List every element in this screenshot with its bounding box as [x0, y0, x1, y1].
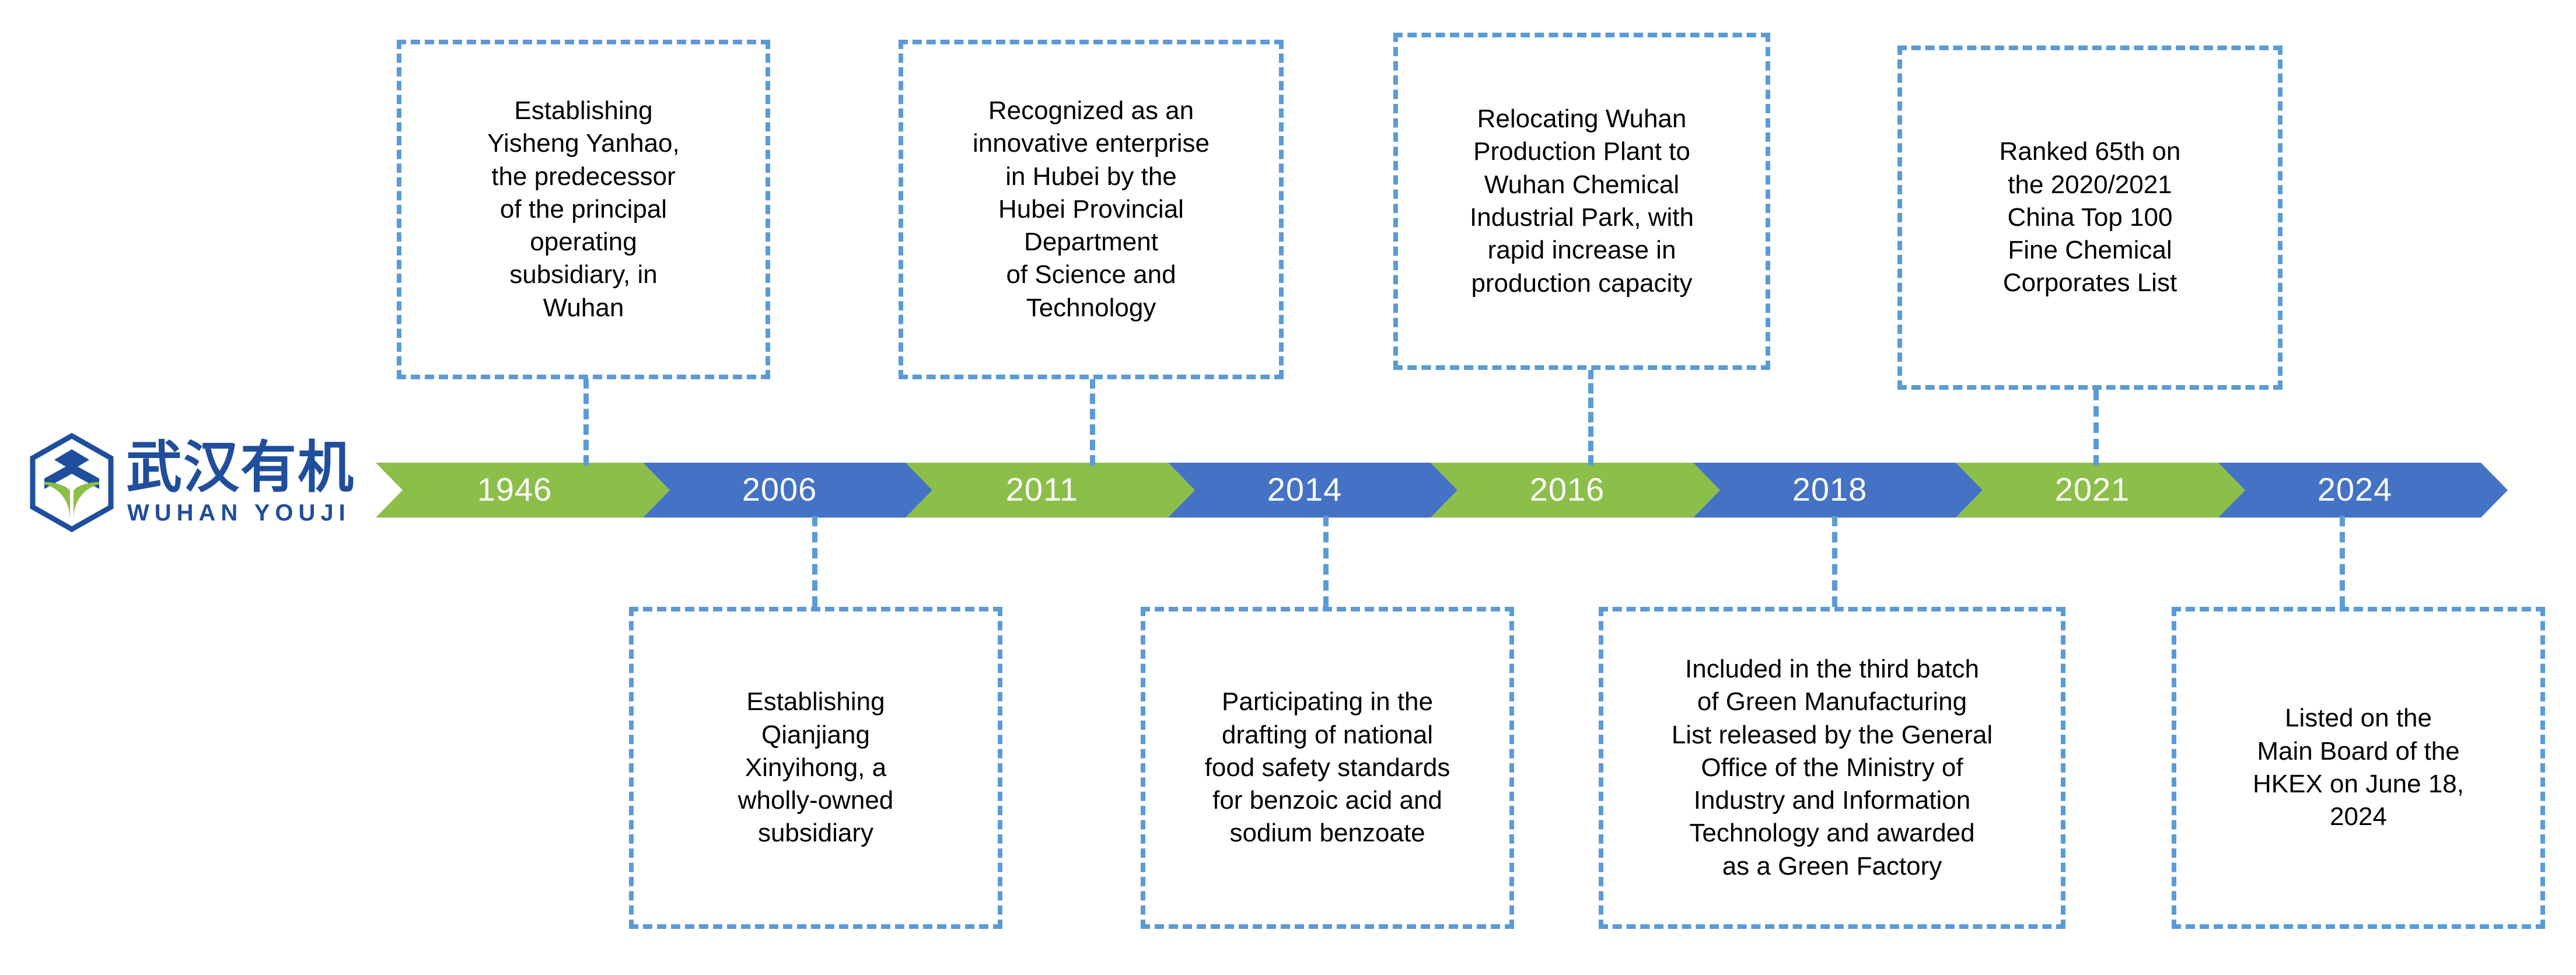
- callout-box-2024[interactable]: Listed on the Main Board of the HKEX on …: [2172, 607, 2545, 929]
- timeline-track: 1946 2006 2011 2014 2016 2018 2021 2024: [403, 463, 2494, 518]
- timeline-chevron-2018[interactable]: 2018: [1693, 463, 1983, 518]
- connector-2016: [1588, 369, 1593, 466]
- callout-box-2014[interactable]: Participating in the drafting of nationa…: [1141, 607, 1514, 929]
- timeline-chevron-2016[interactable]: 2016: [1431, 463, 1720, 518]
- callout-box-2021[interactable]: Ranked 65th on the 2020/2021 China Top 1…: [1897, 46, 2283, 390]
- svg-text:武汉有机: 武汉有机: [126, 435, 355, 498]
- year-label-2016: 2016: [1529, 470, 1605, 508]
- callout-text-2024: Listed on the Main Board of the HKEX on …: [2252, 704, 2464, 831]
- connector-2011: [1090, 378, 1095, 466]
- year-label-2018: 2018: [1792, 470, 1868, 508]
- connector-2024: [2340, 516, 2345, 607]
- callout-text-2016: Relocating Wuhan Production Plant to Wuh…: [1470, 104, 1694, 298]
- logo-english-name: WUHAN YOUJI: [127, 500, 351, 526]
- callout-text-2014: Participating in the drafting of nationa…: [1204, 687, 1450, 848]
- hexagon-leaf-logo-icon: [28, 432, 116, 533]
- callout-text-2006: Establishing Qianjiang Xinyihong, a whol…: [738, 687, 894, 848]
- timeline-chevron-2021[interactable]: 2021: [1956, 463, 2245, 518]
- callout-box-2006[interactable]: Establishing Qianjiang Xinyihong, a whol…: [629, 607, 1002, 929]
- timeline-chevron-2014[interactable]: 2014: [1168, 463, 1457, 518]
- year-label-1946: 1946: [477, 470, 553, 508]
- callout-box-1946[interactable]: Establishing Yisheng Yanhao, the predece…: [397, 40, 770, 379]
- connector-1946: [583, 378, 589, 466]
- callout-text-2011: Recognized as an innovative enterprise i…: [972, 96, 1210, 322]
- timeline-chevron-2006[interactable]: 2006: [643, 463, 932, 518]
- callout-text-1946: Establishing Yisheng Yanhao, the predece…: [487, 96, 680, 322]
- callout-box-2016[interactable]: Relocating Wuhan Production Plant to Wuh…: [1393, 33, 1770, 370]
- connector-2021: [2093, 390, 2099, 466]
- callout-text-2021: Ranked 65th on the 2020/2021 China Top 1…: [1999, 137, 2181, 298]
- callout-text-2018: Included in the third batch of Green Man…: [1671, 654, 1993, 880]
- logo-chinese-name: 武汉有机: [126, 435, 383, 500]
- callout-box-2011[interactable]: Recognized as an innovative enterprise i…: [899, 40, 1284, 379]
- timeline-chevron-1946[interactable]: 1946: [376, 463, 670, 518]
- callout-box-2018[interactable]: Included in the third batch of Green Man…: [1599, 607, 2065, 929]
- connector-2018: [1832, 516, 1837, 607]
- year-label-2021: 2021: [2054, 470, 2130, 508]
- connector-2006: [812, 516, 817, 607]
- timeline-chevron-2011[interactable]: 2011: [906, 463, 1195, 518]
- year-label-2024: 2024: [2317, 470, 2393, 508]
- connector-2014: [1323, 516, 1329, 607]
- timeline-chevron-2024[interactable]: 2024: [2218, 463, 2508, 518]
- year-label-2011: 2011: [1005, 470, 1079, 508]
- year-label-2006: 2006: [742, 470, 817, 508]
- year-label-2014: 2014: [1267, 470, 1343, 508]
- company-logo: 武汉有机 WUHAN YOUJI: [28, 432, 390, 533]
